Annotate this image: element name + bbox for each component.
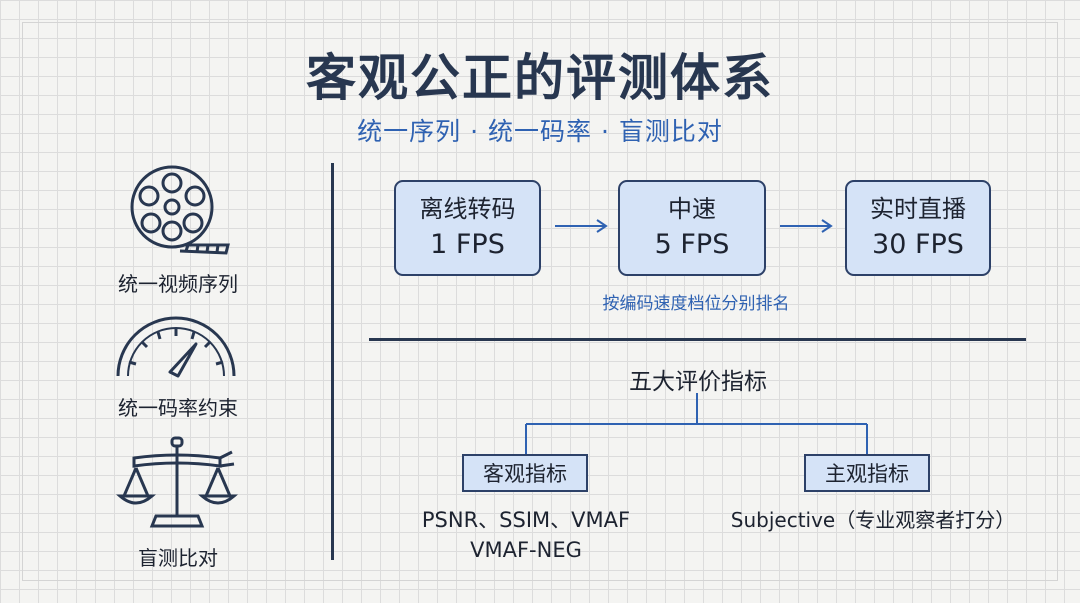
speed-tier-fps: 30 FPS	[872, 229, 964, 260]
principle-label-blind-test: 盲测比对	[138, 546, 218, 570]
speed-tier-live: 实时直播 30 FPS	[845, 180, 991, 276]
content-frame	[22, 22, 1058, 581]
column-divider	[331, 163, 334, 560]
film-reel-icon	[130, 165, 230, 255]
speed-tier-medium: 中速 5 FPS	[618, 180, 766, 276]
speed-tier-name: 离线转码	[419, 195, 516, 223]
speed-tier-name: 中速	[668, 195, 716, 223]
objective-metrics-box: 客观指标	[462, 454, 588, 492]
metrics-title: 五大评价指标	[629, 369, 767, 395]
principle-label-bitrate: 统一码率约束	[118, 396, 238, 420]
arrow-right-icon	[780, 219, 833, 233]
gauge-icon	[116, 316, 236, 378]
objective-metrics-list: PSNR、SSIM、VMAF VMAF-NEG	[395, 505, 657, 565]
section-divider	[369, 338, 1026, 341]
objective-metrics-line1: PSNR、SSIM、VMAF	[421, 508, 631, 532]
objective-metrics-line2: VMAF-NEG	[470, 538, 582, 562]
page-title: 客观公正的评测体系	[306, 49, 774, 107]
subjective-metrics-description: Subjective（专业观察者打分）	[730, 508, 1016, 532]
page-subtitle: 统一序列 · 统一码率 · 盲测比对	[357, 117, 723, 146]
speed-tier-name: 实时直播	[870, 195, 966, 223]
principle-label-sequence: 统一视频序列	[118, 272, 238, 296]
speed-ranking-note: 按编码速度档位分别排名	[602, 294, 790, 314]
speed-tier-fps: 5 FPS	[654, 229, 730, 260]
speed-tier-fps: 1 FPS	[430, 229, 505, 260]
arrow-right-icon	[555, 219, 608, 233]
subjective-metrics-box: 主观指标	[804, 454, 930, 492]
blindfolded-scale-icon	[116, 436, 238, 528]
speed-tier-offline: 离线转码 1 FPS	[394, 180, 541, 276]
